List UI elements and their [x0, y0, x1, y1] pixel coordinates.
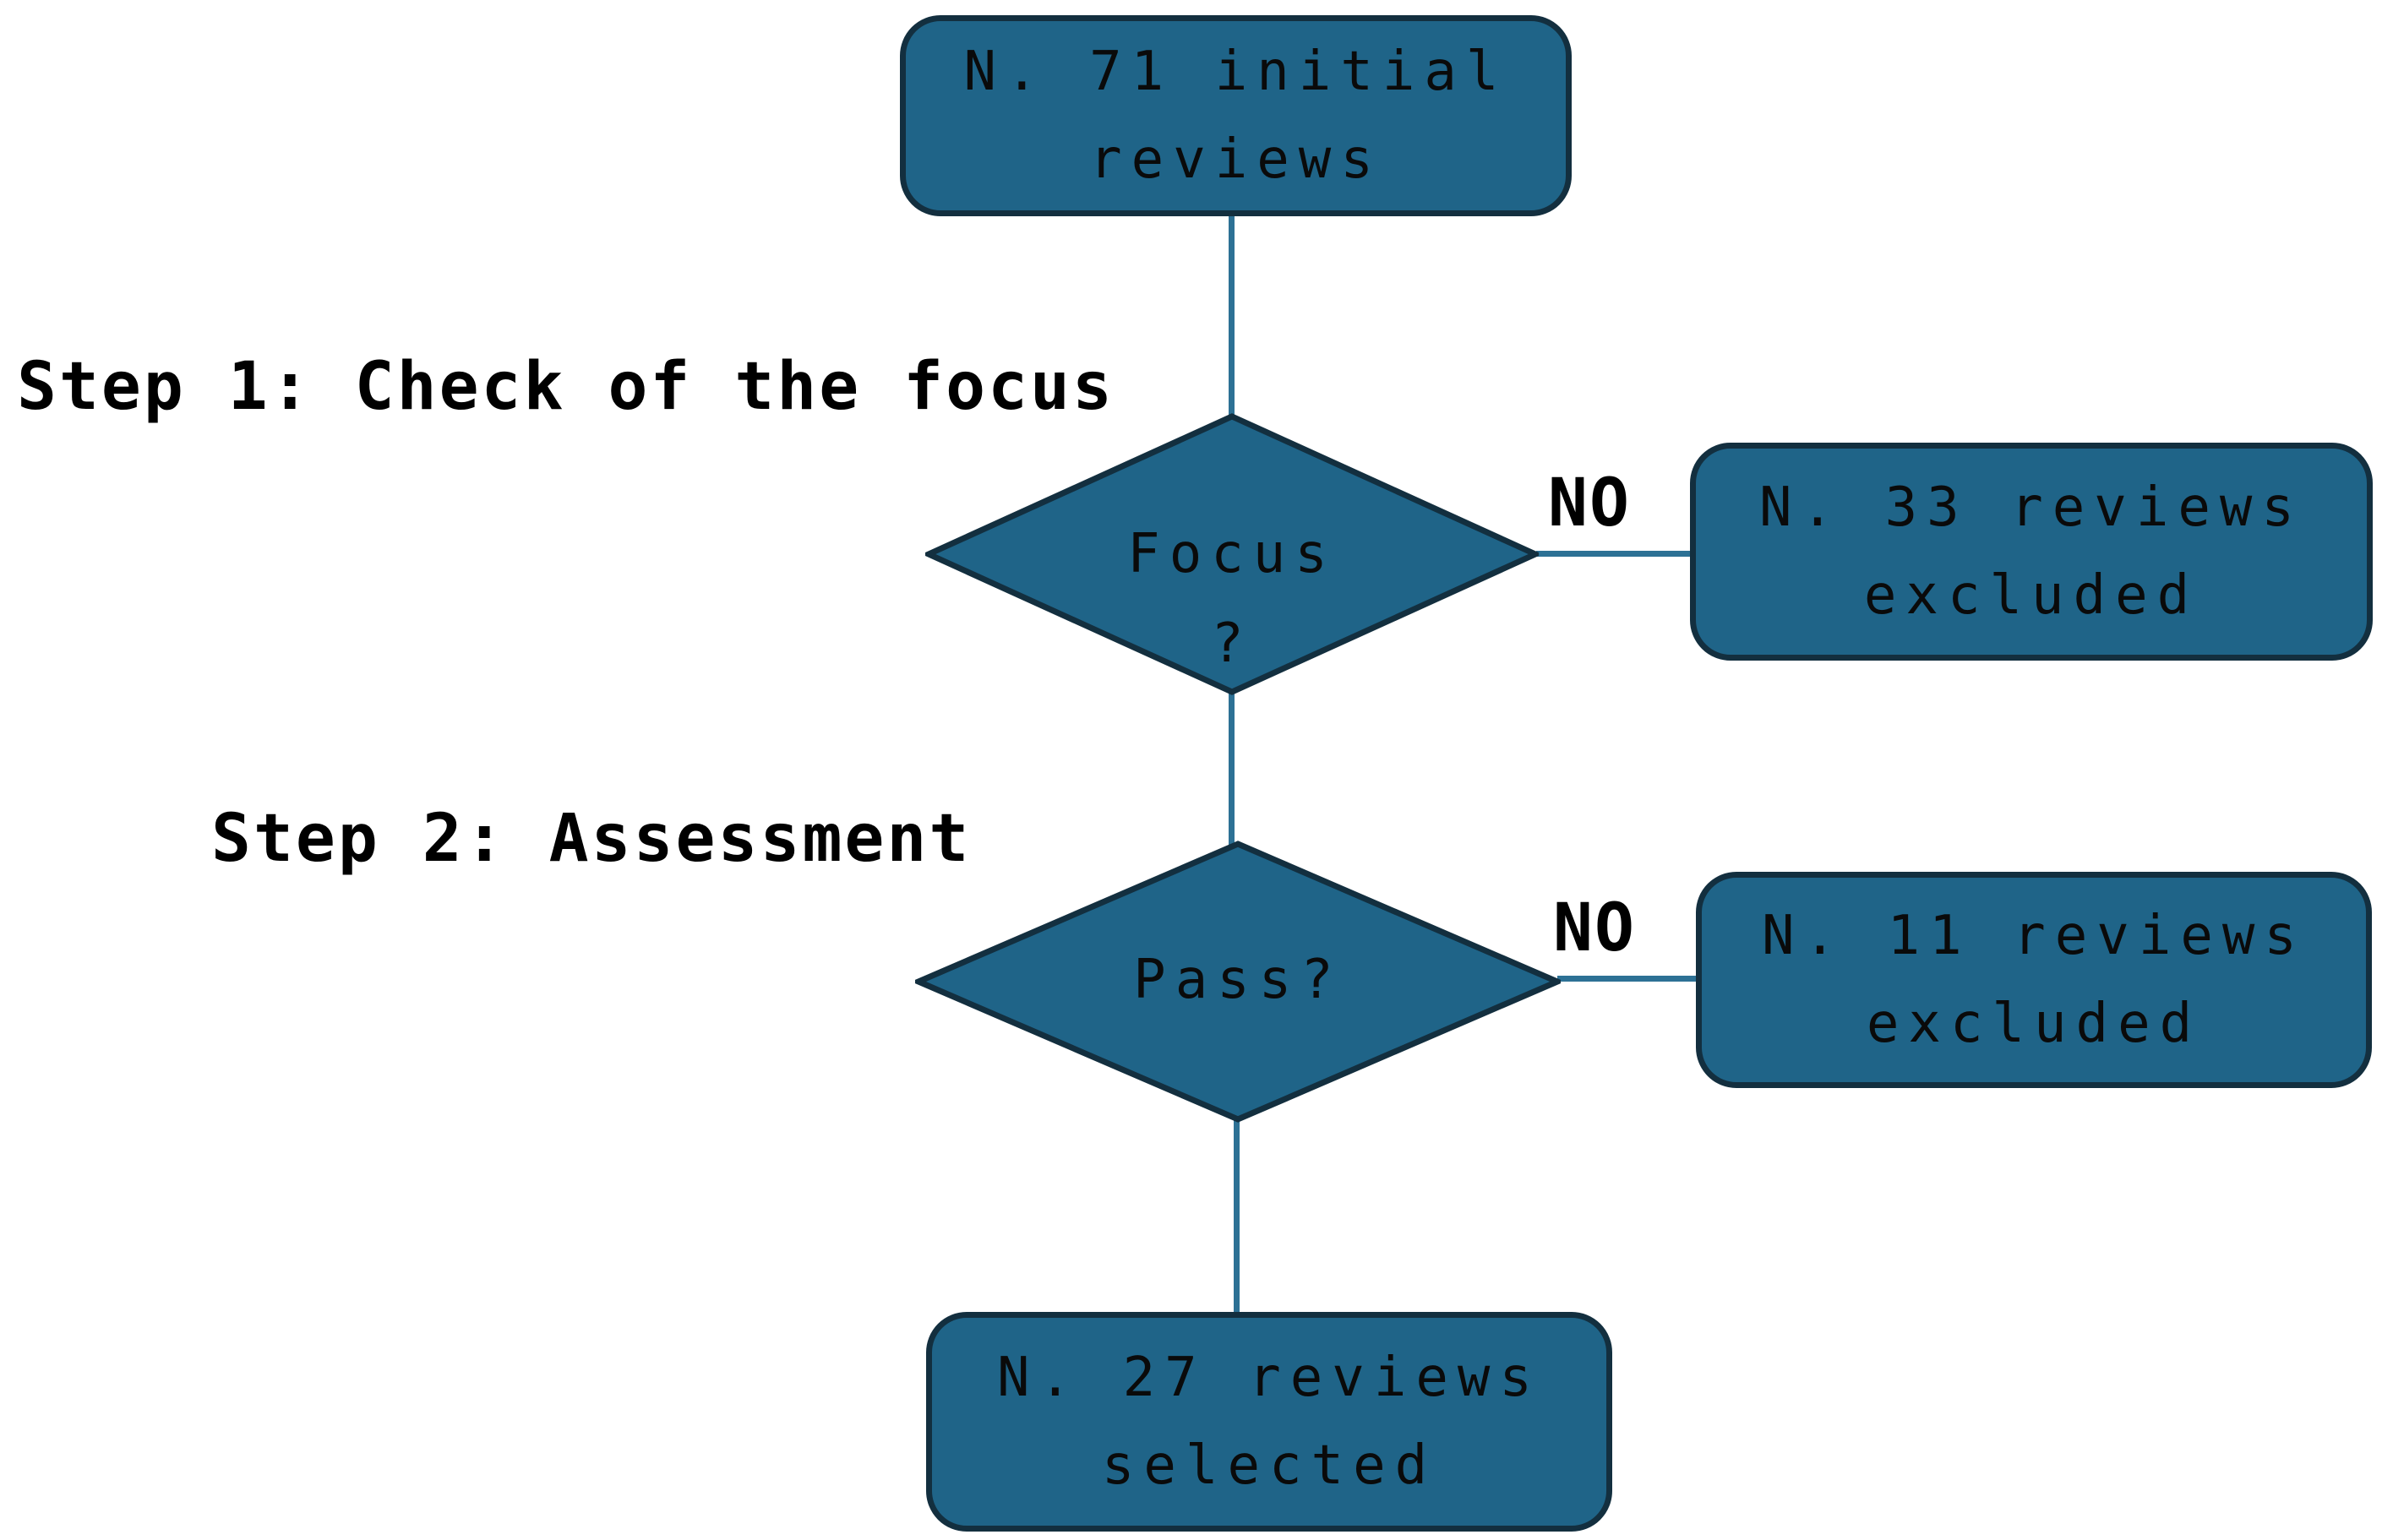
no-label-step2: NO	[1553, 890, 1636, 966]
selected-reviews-node: N. 27 reviews selected	[926, 1312, 1612, 1532]
assessment-decision-node: Pass?	[915, 841, 1561, 1123]
selected-reviews-line1: N. 27 reviews	[997, 1347, 1541, 1409]
connector-initial-to-focus	[1229, 213, 1235, 420]
diamond-shape	[915, 841, 1561, 1123]
focus-decision-node: Focus ?	[925, 413, 1539, 695]
connector-assessment-to-selected	[1234, 1118, 1240, 1314]
excluded-step2-line1: N. 11 reviews	[1762, 905, 2306, 967]
focus-diamond-shape	[925, 413, 1539, 695]
step1-label: Step 1: Check of the focus	[17, 349, 1115, 425]
assessment-decision-line1: Pass?	[1133, 949, 1343, 1011]
excluded-step2-line2: excluded	[1866, 993, 2202, 1055]
connector-focus-to-assessment	[1229, 691, 1235, 845]
excluded-step2-node: N. 11 reviews excluded	[1696, 872, 2372, 1088]
diamond-shape	[925, 413, 1539, 695]
connector-focus-to-excluded1	[1536, 551, 1693, 557]
initial-reviews-line2: reviews	[1089, 128, 1382, 191]
step2-label: Step 2: Assessment	[211, 801, 972, 877]
initial-reviews-line1: N. 71 initial	[963, 41, 1508, 103]
focus-decision-line1: Focus	[1127, 523, 1337, 585]
focus-decision-line2: ?	[1211, 612, 1253, 675]
excluded-step1-line1: N. 33 reviews	[1759, 476, 2303, 539]
excluded-step1-line2: excluded	[1863, 564, 2199, 627]
excluded-step1-node: N. 33 reviews excluded	[1690, 443, 2373, 661]
connector-assessment-to-excluded2	[1557, 976, 1699, 982]
assessment-diamond-shape	[915, 841, 1561, 1123]
selected-reviews-line2: selected	[1101, 1434, 1437, 1497]
initial-reviews-node: N. 71 initial reviews	[900, 15, 1572, 216]
no-label-step1: NO	[1548, 465, 1631, 541]
